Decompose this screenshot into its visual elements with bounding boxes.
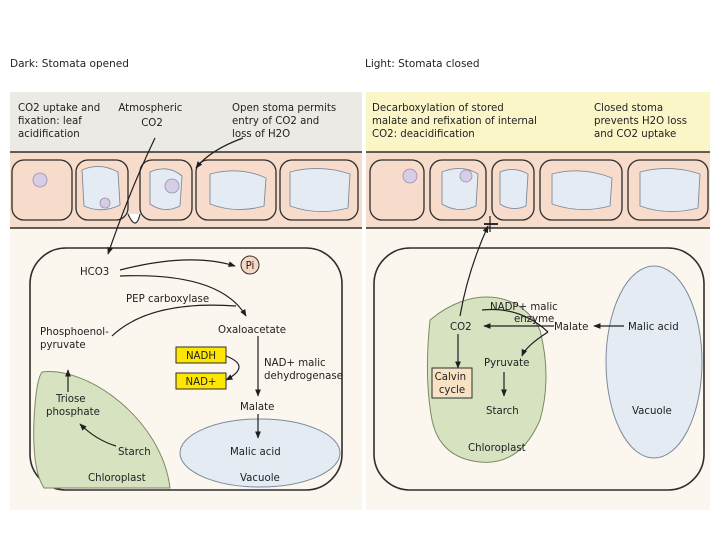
starch-to-triose-arrow — [79, 423, 117, 447]
pi-circle — [240, 255, 260, 275]
right-panel: Decarboxylation of stored malate and ref… — [366, 92, 710, 510]
right-epidermis — [366, 151, 710, 229]
right-vacuole — [605, 265, 703, 459]
epidermal-cell — [429, 159, 487, 221]
nadh-label: NADH — [186, 351, 216, 362]
nadp-malic-enzyme-label: NADP+ malic enzyme — [490, 302, 561, 325]
pi-release-arrow — [119, 259, 236, 271]
open-stoma — [127, 213, 141, 224]
cell-vacuole — [639, 168, 701, 212]
oxaloacetate-label: Oxaloacetate — [218, 325, 286, 336]
epidermal-cell — [369, 159, 425, 221]
right-co2-label: CO2 — [450, 322, 472, 333]
nucleus — [32, 172, 48, 188]
left-note-open-stoma: Open stoma permits entry of CO2 and loss… — [232, 103, 339, 140]
pep-carboxylase-arrow — [119, 275, 247, 317]
epidermal-cell — [75, 159, 129, 221]
left-chloroplast — [33, 371, 171, 489]
epidermal-cell — [627, 159, 709, 221]
nucleus — [402, 168, 418, 184]
pep-input-arc — [111, 304, 237, 337]
pep-label: Phosphoenol- pyruvate — [40, 327, 112, 351]
calvin-cycle-box — [431, 367, 473, 399]
left-chloroplast-label: Chloroplast — [88, 473, 146, 484]
hco3-label: HCO3 — [80, 267, 109, 278]
nad-malic-dehydrogenase-label: NAD+ malic dehydrogenase — [264, 358, 343, 382]
right-malate-label: Malate — [554, 322, 588, 333]
cell-vacuole — [551, 170, 613, 210]
right-chloroplast — [426, 296, 547, 463]
pi-label: Pi — [246, 261, 255, 272]
left-malic-acid-label: Malic acid — [230, 447, 281, 458]
pep-carboxylase-label: PEP carboxylase — [126, 294, 209, 305]
nadh-box — [175, 346, 227, 364]
cell-vacuole — [499, 169, 529, 209]
left-note-uptake: CO2 uptake and fixation: leaf acidificat… — [18, 103, 103, 140]
triose-phosphate-label: Triose phosphate — [46, 394, 100, 418]
right-malic-acid-label: Malic acid — [628, 322, 679, 333]
left-annotation-band — [10, 92, 362, 152]
right-note-closed-stoma: Closed stoma prevents H2O loss and CO2 u… — [594, 103, 690, 140]
cell-vacuole — [289, 168, 351, 212]
nucleus — [164, 178, 180, 194]
epidermal-cell — [195, 159, 277, 221]
left-vacuole — [179, 418, 341, 488]
right-annotation-band — [366, 92, 710, 152]
nadh-oxidation-arrow — [225, 355, 240, 381]
pyruvate-label: Pyruvate — [484, 358, 529, 369]
epidermal-cell — [279, 159, 359, 221]
right-starch-label: Starch — [486, 406, 519, 417]
left-panel-title: Dark: Stomata opened — [10, 58, 129, 70]
right-panel-title: Light: Stomata closed — [365, 58, 480, 70]
left-malate-label: Malate — [240, 402, 274, 413]
co2-entry-arrow — [107, 137, 156, 255]
cell-vacuole — [81, 166, 121, 211]
cell-vacuole — [209, 170, 267, 210]
left-epidermis — [10, 151, 362, 229]
right-note-decarboxylation: Decarboxylation of stored malate and ref… — [372, 103, 540, 140]
calvin-cycle-label: Calvin cycle — [435, 372, 470, 396]
nucleus — [459, 169, 473, 183]
stoma-pointer — [195, 137, 244, 169]
guard-cell — [491, 159, 535, 221]
right-chloroplast-label: Chloroplast — [468, 443, 526, 454]
guard-cell — [139, 159, 193, 221]
left-vacuole-label: Vacuole — [240, 473, 280, 484]
right-vacuole-label: Vacuole — [632, 406, 672, 417]
nad-box — [175, 372, 227, 390]
left-panel: CO2 uptake and fixation: leaf acidificat… — [10, 92, 362, 510]
malate-decarboxylation-arc — [481, 308, 549, 333]
left-note-atmospheric: Atmospheric CO2 — [118, 103, 185, 129]
internal-co2-arrow — [459, 225, 489, 317]
nucleus — [99, 197, 111, 209]
nad-label: NAD+ — [186, 377, 217, 388]
epidermal-cell — [11, 159, 73, 221]
left-starch-label: Starch — [118, 447, 151, 458]
epidermal-cell — [539, 159, 623, 221]
to-pyruvate-arrow — [521, 331, 549, 357]
